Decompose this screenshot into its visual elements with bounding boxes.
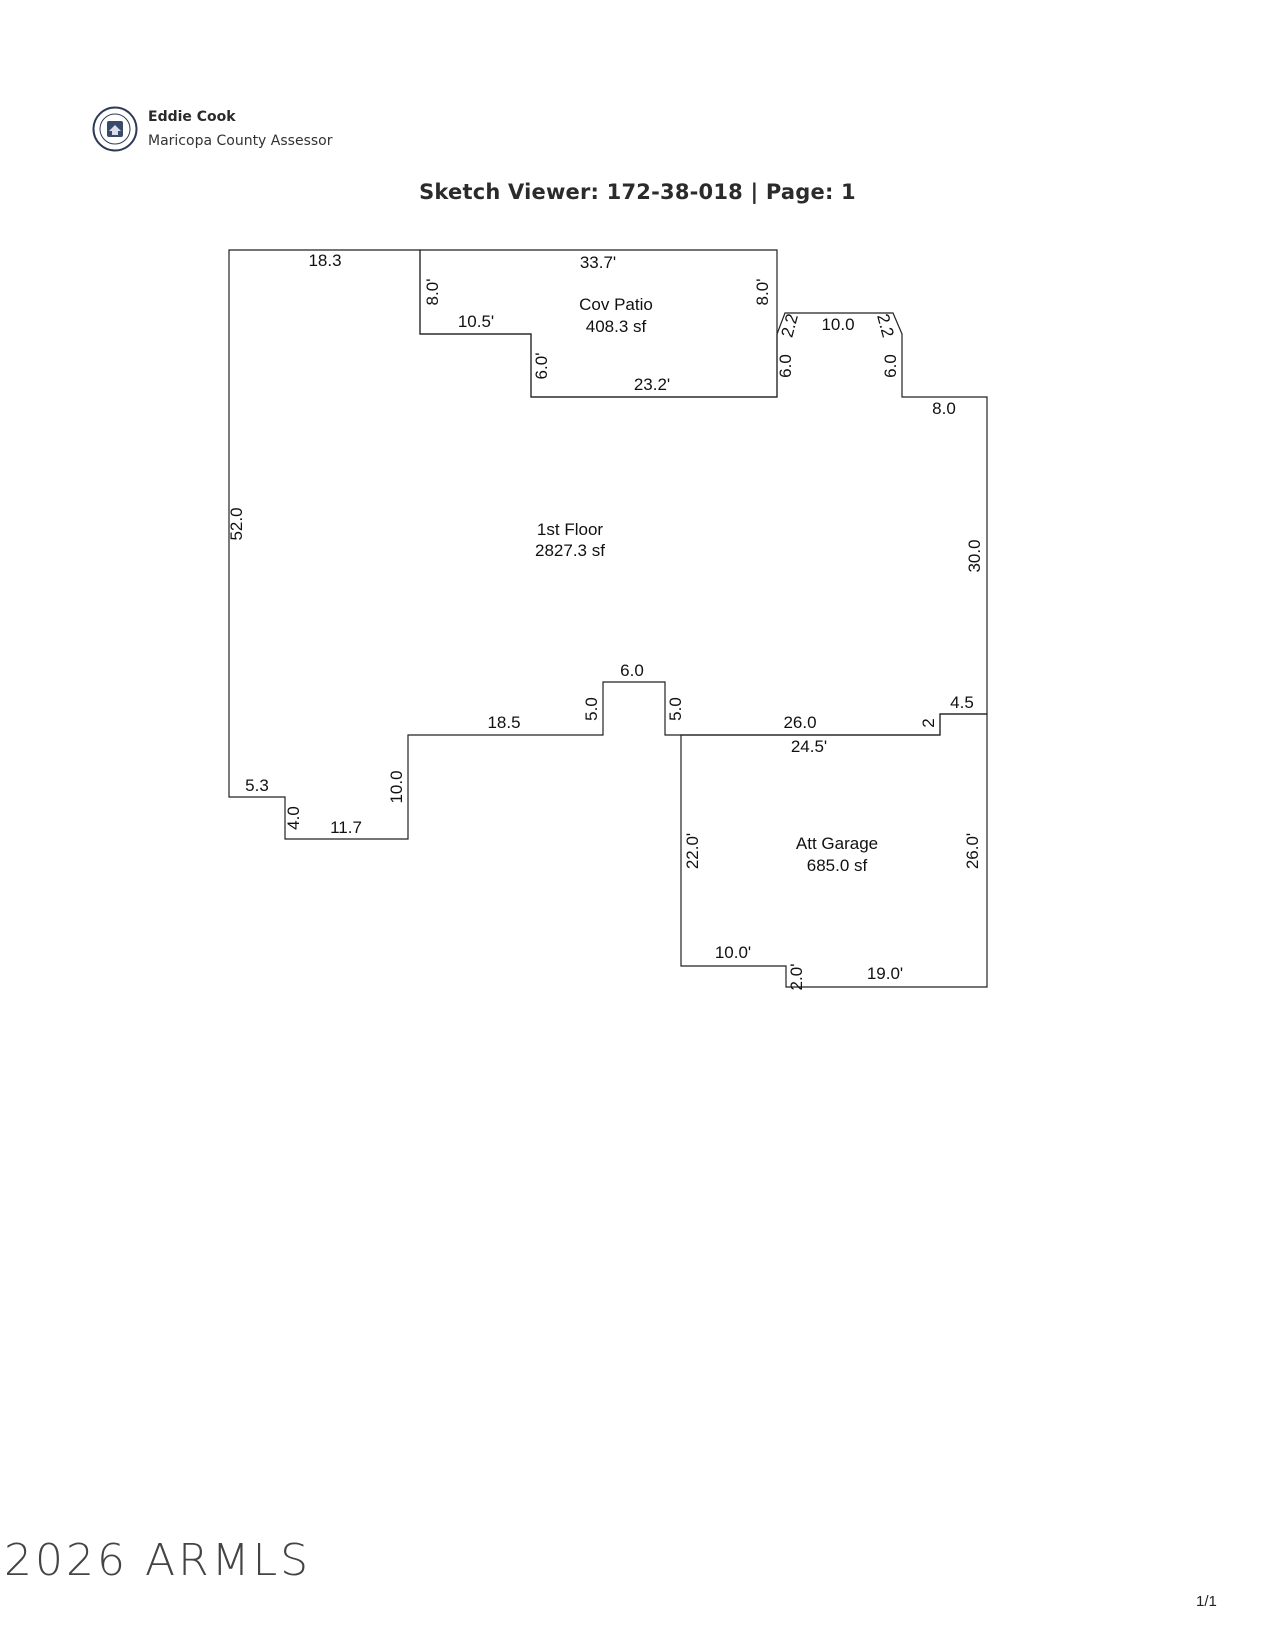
dimension-label: 5.0 [582, 697, 601, 721]
dimension-label: 26.0' [963, 833, 982, 869]
county-seal-icon [92, 106, 138, 152]
dimension-label: 24.5' [791, 737, 827, 756]
cov-patio-outline [419, 249, 778, 398]
dimension-label: 8.0' [423, 279, 442, 306]
area-size: 2827.3 sf [535, 541, 605, 560]
dimension-label: 26.0 [783, 713, 816, 732]
dimension-label: 4.0 [284, 806, 303, 830]
dimension-label: 22.0' [683, 833, 702, 869]
dimension-label: 2 [919, 718, 938, 727]
dimension-label: 18.5 [487, 713, 520, 732]
assessor-header: Eddie Cook Maricopa County Assessor [92, 105, 332, 153]
assessor-name: Eddie Cook [148, 109, 236, 125]
dimension-label: 2.2 [777, 312, 801, 340]
area-label: Att Garage [796, 834, 878, 853]
dimension-label: 2.0' [787, 964, 806, 991]
area-size: 685.0 sf [807, 856, 868, 875]
dimension-label: 33.7' [580, 253, 616, 272]
dimension-label: 6.0 [620, 661, 644, 680]
dimension-label: 5.0 [666, 697, 685, 721]
dimension-label: 8.0' [753, 279, 772, 306]
dimension-label: 30.0 [965, 539, 984, 572]
dimension-label: 8.0 [932, 399, 956, 418]
dimension-label: 4.5 [950, 693, 974, 712]
dimension-label: 10.5' [458, 312, 494, 331]
page-title: Sketch Viewer: 172-38-018 | Page: 1 [419, 180, 856, 204]
area-label: 1st Floor [537, 520, 603, 539]
area-size: 408.3 sf [586, 317, 647, 336]
assessor-office: Maricopa County Assessor [148, 133, 333, 149]
dimension-label: 5.3 [245, 776, 269, 795]
dimension-label: 6.0 [776, 354, 795, 378]
dimension-label: 52.0 [227, 507, 246, 540]
att-garage-outline [680, 713, 988, 988]
area-label: Cov Patio [579, 295, 653, 314]
watermark: 2026 ARMLS [4, 1535, 312, 1586]
first-floor-outline [228, 249, 988, 840]
page-number: 1/1 [1196, 1593, 1217, 1610]
dimension-label: 18.3 [308, 251, 341, 270]
dimension-label: 10.0 [821, 315, 854, 334]
dimension-label: 11.7 [330, 818, 362, 837]
dimension-label: 6.0 [881, 354, 900, 378]
dimension-label: 10.0 [387, 770, 406, 803]
dimension-label: 10.0' [715, 943, 751, 962]
dimension-label: 23.2' [634, 375, 670, 394]
dimension-label: 6.0' [532, 353, 551, 380]
dimension-label: 19.0' [867, 964, 903, 983]
